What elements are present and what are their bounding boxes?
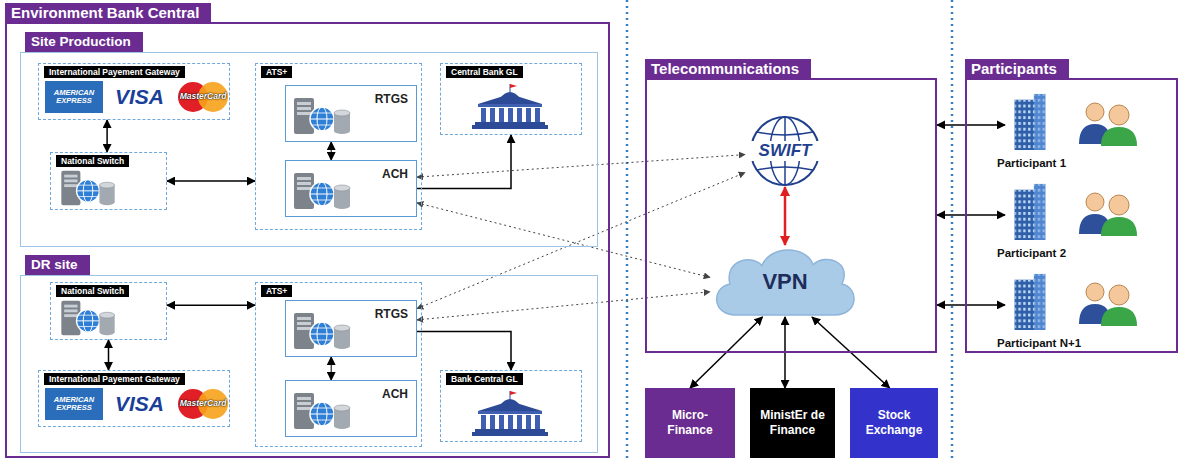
server-icon [61,171,114,205]
participants-frame: ParticipantsParticipant 1Participant 2Pa… [965,78,1178,353]
box-label: Bank Central GL [446,373,523,385]
connector [784,187,787,245]
server-icon [294,173,350,209]
box-label: Central Bank GL [446,66,523,78]
mastercard-logo: MasterCard [176,388,230,420]
connector [417,292,710,320]
connector [417,155,745,178]
box-label: International Payement Gateway [44,66,185,78]
amex-logo: AMERICAN EXPRESS [45,81,103,113]
connector [417,135,511,189]
gateway-box: International Payement GatewayAMERICAN E… [38,63,230,120]
box-label: ATS+ [261,66,292,78]
connector [937,304,1005,306]
box-label: International Payement Gateway [44,373,185,385]
logo-text: MasterCard [176,398,230,408]
logo-text: AMERICAN EXPRESS [47,89,101,105]
amex-logo: AMERICAN EXPRESS [45,388,103,420]
participant-label: Participant 1 [997,157,1066,169]
swift-label: SWIFT [748,141,822,161]
server-icon [294,393,350,429]
bank-icon [472,391,548,436]
gateway-box: International Payement GatewayAMERICAN E… [38,370,230,427]
connector [331,357,332,380]
connector [167,180,255,182]
site-frame: Site ProductionInternational Payement Ga… [20,52,598,247]
server-icon [294,313,350,349]
participant-label: Participant 2 [997,247,1066,259]
mastercard-logo: MasterCard [176,81,230,113]
ledger-box: Central Bank GL [440,63,582,135]
building-icon [1015,184,1046,240]
connector [937,124,1005,126]
site-frame: DR siteNational SwitchInternational Paye… [20,275,598,453]
logo-text: VISA [115,85,164,109]
participant-node: Participant 1 [1005,88,1170,170]
logo-text: VISA [115,392,164,416]
environment-frame: Environment Bank CentralSite ProductionI… [5,22,610,458]
vpn-cloud: VPN [710,245,860,317]
ledger-box: Bank Central GL [440,370,582,442]
frame-heading: Participants [965,59,1069,79]
server-box: ACH [285,380,417,437]
people-icon [1079,193,1137,236]
box-label: ATS+ [261,285,292,297]
server-label: RTGS [375,92,408,106]
building-icon [1015,274,1046,330]
connector [167,304,255,306]
people-icon [1079,103,1137,146]
ats-box: ATS+ RTGS ACH [255,282,422,447]
connector [106,120,108,152]
connector [937,214,1005,216]
logo-text: AMERICAN EXPRESS [47,396,101,412]
server-label: ACH [382,387,408,401]
switch-box: National Switch [50,152,167,210]
institution-label: Micro-Finance [651,408,729,438]
connector [417,173,745,309]
server-icon [294,98,350,134]
institution-label: Stock Exchange [856,408,932,438]
server-label: RTGS [375,307,408,321]
vpn-label: VPN [710,269,860,295]
building-icon [1015,94,1046,150]
frame-heading: Environment Bank Central [5,3,211,23]
server-box: RTGS [285,300,417,357]
telecom-frame: TelecommunicationsSWIFTVPN [645,78,937,353]
box-label: National Switch [56,285,129,297]
card-logos: AMERICAN EXPRESS VISA MasterCard [45,81,230,113]
ats-box: ATS+ RTGS ACH [255,63,422,230]
connector [417,331,511,370]
frame-heading: DR site [25,255,90,275]
connector [417,203,710,278]
server-icon [61,301,114,335]
institution-box: MinistEr de Finance [750,388,835,458]
server-label: ACH [382,167,408,181]
swift-globe: SWIFT [745,115,825,187]
connector [331,142,332,160]
institution-box: Micro-Finance [645,388,735,458]
participant-node: Participant 2 [1005,178,1170,260]
participant-label: Participant N+1 [997,337,1081,349]
logo-text: MasterCard [176,91,230,101]
frame-heading: Telecommunications [645,59,811,79]
people-icon [1079,283,1137,326]
institution-box: Stock Exchange [850,388,938,458]
connector [108,340,110,370]
server-box: ACH [285,160,417,217]
institution-label: MinistEr de Finance [756,408,829,438]
participant-node: Participant N+1 [1005,268,1170,350]
bank-icon [472,84,548,129]
card-logos: AMERICAN EXPRESS VISA MasterCard [45,388,230,420]
box-label: National Switch [56,155,129,167]
separator-line [626,0,629,460]
switch-box: National Switch [50,282,167,340]
separator-line [951,0,954,460]
server-box: RTGS [285,85,417,142]
frame-heading: Site Production [25,32,143,52]
